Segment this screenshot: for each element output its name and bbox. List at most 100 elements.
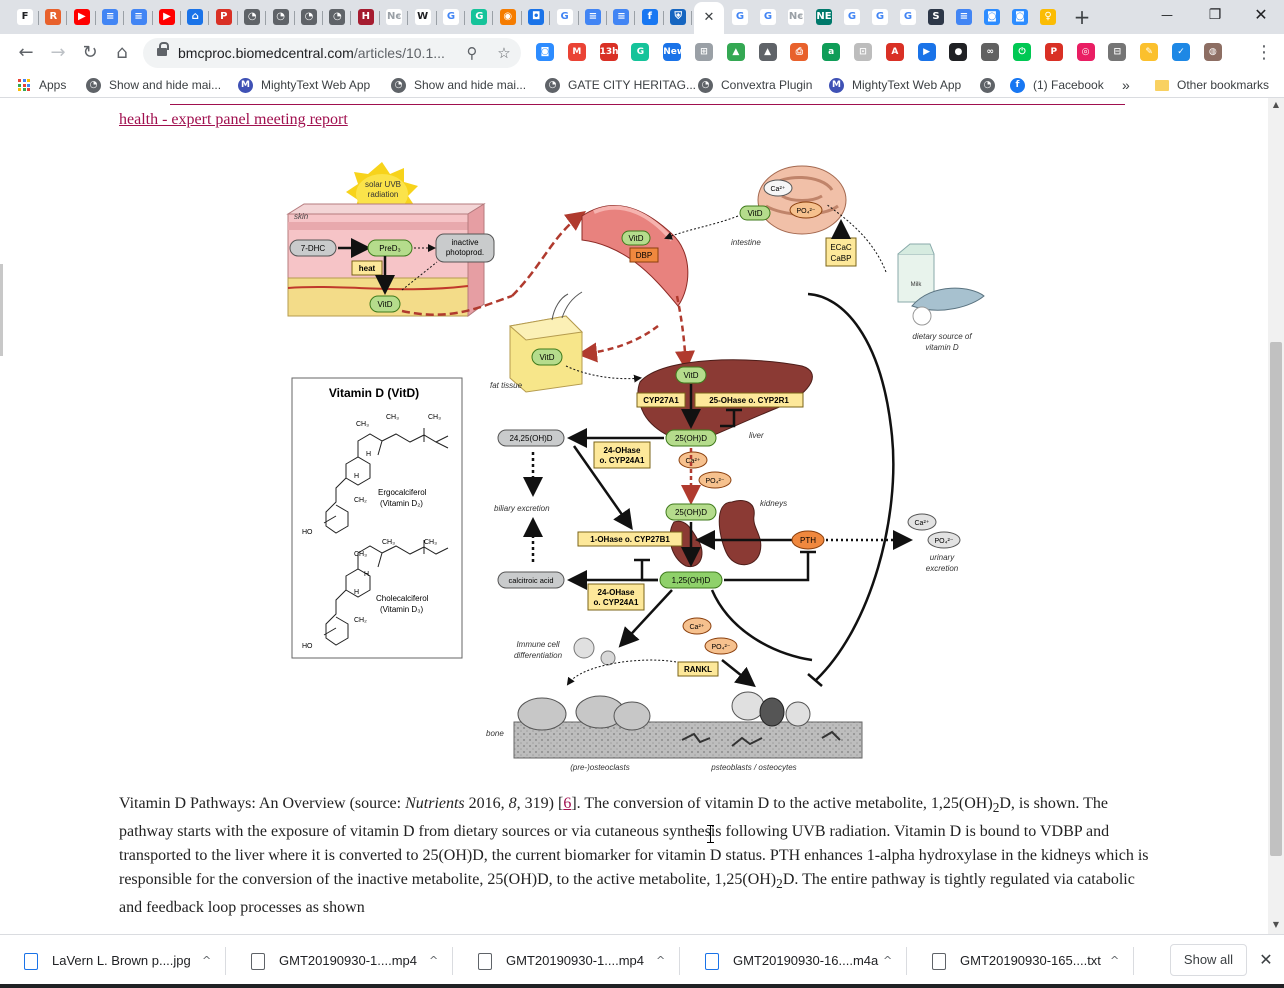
browser-tab[interactable]: G <box>895 4 921 30</box>
browser-tab[interactable]: ◔ <box>239 4 267 30</box>
browser-tab[interactable]: H <box>353 4 380 30</box>
close-downloads-bar-button[interactable]: ✕ <box>1259 950 1273 969</box>
extension-icon[interactable]: ⎙ <box>790 43 809 61</box>
browser-tab[interactable]: ≡ <box>580 4 607 30</box>
extension-icon[interactable]: 13h <box>599 43 619 61</box>
vertical-scrollbar[interactable]: ▲ ▼ <box>1268 98 1284 934</box>
close-window-button[interactable]: ✕ <box>1254 5 1268 24</box>
download-options-chevron-icon[interactable]: ^ <box>429 954 439 967</box>
download-options-chevron-icon[interactable]: ^ <box>1110 954 1120 967</box>
browser-tab[interactable]: f <box>637 4 664 30</box>
bookmark-item[interactable]: ◔Convextra Plugin <box>698 76 812 94</box>
download-item[interactable]: GMT20190930-165....txt^ <box>908 935 1134 987</box>
extension-icon[interactable]: ⊡ <box>854 43 872 61</box>
active-tab[interactable]: ✕ <box>694 2 724 34</box>
extension-icon[interactable]: ⊞ <box>695 43 713 61</box>
browser-tab[interactable]: ⛨ <box>665 4 693 30</box>
browser-tab[interactable]: ≡ <box>126 4 153 30</box>
new-tab-button[interactable]: + <box>1073 5 1091 29</box>
reference-link[interactable]: 6 <box>563 795 572 812</box>
extension-icon[interactable]: A <box>885 43 904 61</box>
browser-tab[interactable]: P <box>211 4 238 30</box>
bookmark-item[interactable]: ◔ <box>980 76 1003 94</box>
forward-button[interactable]: → <box>50 42 66 63</box>
extension-icon[interactable]: P <box>1044 43 1063 61</box>
address-bar[interactable]: bmcproc.biomedcentral.com/articles/10.1.… <box>143 38 521 68</box>
download-item[interactable]: GMT20190930-1....mp4^ <box>227 935 453 987</box>
bookmark-star-icon[interactable]: ☆ <box>497 44 511 62</box>
close-tab-icon[interactable]: ✕ <box>703 10 715 25</box>
extension-icon[interactable]: New <box>663 43 685 61</box>
bookmark-item[interactable]: ◔Show and hide mai... <box>86 76 221 94</box>
other-bookmarks[interactable]: Other bookmarks <box>1155 76 1269 94</box>
extension-icon[interactable]: G <box>631 43 650 61</box>
browser-tab[interactable]: ◔ <box>268 4 295 30</box>
download-options-chevron-icon[interactable]: ^ <box>883 954 893 967</box>
download-item[interactable]: GMT20190930-1....mp4^ <box>454 935 680 987</box>
extension-icon[interactable]: ✎ <box>1140 43 1159 61</box>
lock-icon[interactable] <box>157 42 169 58</box>
scroll-up-arrow-icon[interactable]: ▲ <box>1272 100 1280 109</box>
extension-icon[interactable]: ⊟ <box>1108 43 1127 61</box>
download-options-chevron-icon[interactable]: ^ <box>656 954 666 967</box>
browser-tab[interactable]: ◙ <box>1007 4 1033 30</box>
browser-tab[interactable]: Nє <box>783 4 809 30</box>
browser-tab[interactable]: G <box>839 4 865 30</box>
browser-tab[interactable]: G <box>755 4 781 30</box>
reload-button[interactable]: ↻ <box>82 42 98 63</box>
extension-icon[interactable]: ∞ <box>981 43 1000 61</box>
browser-tab[interactable]: R <box>40 4 68 30</box>
bookmark-apps[interactable]: Apps <box>18 76 66 94</box>
extension-icon[interactable]: M <box>567 43 586 61</box>
extension-icon[interactable]: ⏻ <box>1013 43 1031 61</box>
browser-tab[interactable]: ⌂ <box>182 4 210 30</box>
minimize-button[interactable]: — <box>1161 8 1173 22</box>
browser-tab[interactable]: G <box>867 4 893 30</box>
home-button[interactable]: ⌂ <box>116 42 128 63</box>
browser-tab[interactable]: ≡ <box>951 4 977 30</box>
extension-icon[interactable]: ✓ <box>1172 43 1190 61</box>
browser-tab[interactable]: G <box>727 4 753 30</box>
extension-icon[interactable]: ● <box>949 43 968 61</box>
browser-tab[interactable]: G <box>466 4 494 30</box>
browser-tab[interactable]: ≡ <box>608 4 636 30</box>
extension-icon[interactable]: ▲ <box>758 43 777 61</box>
extension-icon[interactable]: ◙ <box>536 43 554 61</box>
extension-icon[interactable]: a <box>822 43 841 61</box>
browser-tab[interactable]: S <box>923 4 949 30</box>
download-options-chevron-icon[interactable]: ^ <box>202 954 212 967</box>
browser-tab[interactable]: ◔ <box>324 4 352 30</box>
download-item[interactable]: LaVern L. Brown p....jpg^ <box>0 935 226 987</box>
related-link-cut-off[interactable] <box>170 98 1125 105</box>
scrollbar-thumb[interactable] <box>1270 342 1282 856</box>
browser-tab[interactable]: ≡ <box>97 4 125 30</box>
browser-tab[interactable]: ▶ <box>154 4 181 30</box>
bookmarks-overflow-button[interactable]: » <box>1122 77 1130 93</box>
browser-tab[interactable]: Nє <box>381 4 409 30</box>
extension-icon[interactable]: ◎ <box>1076 43 1095 61</box>
bookmark-item[interactable]: ◔GATE CITY HERITAG... <box>545 76 696 94</box>
browser-tab[interactable]: NE <box>811 4 837 30</box>
browser-tab[interactable]: ◘ <box>523 4 551 30</box>
url-text[interactable]: bmcproc.biomedcentral.com/articles/10.1.… <box>178 45 445 61</box>
scroll-down-arrow-icon[interactable]: ▼ <box>1272 920 1280 929</box>
extension-icon[interactable]: ◍ <box>1203 43 1222 61</box>
chrome-menu-icon[interactable]: ⋮ <box>1255 42 1273 63</box>
browser-tab[interactable]: ◉ <box>495 4 522 30</box>
browser-tab[interactable]: ▶ <box>69 4 96 30</box>
zoom-icon[interactable]: ⚲ <box>466 44 478 62</box>
bookmark-item[interactable]: ◔Show and hide mai... <box>391 76 526 94</box>
extension-icon[interactable]: ▲ <box>726 43 745 61</box>
bookmark-item[interactable]: f(1) Facebook <box>1010 76 1104 94</box>
browser-tab[interactable]: G <box>552 4 579 30</box>
browser-tab[interactable]: F <box>12 4 39 30</box>
download-item[interactable]: GMT20190930-16....m4a^ <box>681 935 907 987</box>
browser-tab[interactable]: ♀ <box>1035 4 1061 30</box>
show-all-downloads-button[interactable]: Show all <box>1170 944 1247 976</box>
related-article-link[interactable]: health - expert panel meeting report <box>119 111 348 128</box>
back-button[interactable]: ← <box>18 42 34 63</box>
restore-button[interactable]: ❐ <box>1208 7 1222 23</box>
browser-tab[interactable]: G <box>438 4 465 30</box>
